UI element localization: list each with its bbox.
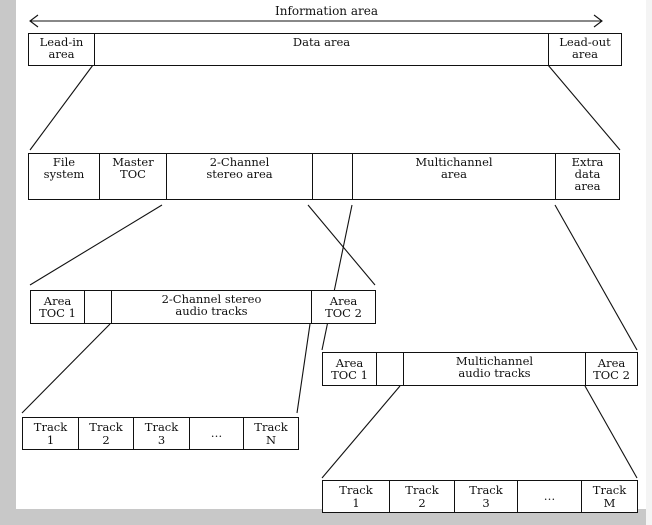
connector-data-right (547, 64, 621, 151)
lead-out-area-box: Lead-out area (548, 33, 622, 66)
lead-in-area-box: Lead-in area (28, 33, 95, 66)
data-area-box: Data area (94, 33, 549, 66)
connector-stereo-right (307, 204, 376, 286)
multi-track-2-box: Track 2 (389, 480, 455, 513)
information-area-label: Information area (272, 4, 381, 18)
connector-data-left (29, 64, 94, 151)
gap-area-box (312, 153, 353, 200)
image-frame-right (646, 0, 652, 525)
arrowhead-left (29, 14, 39, 28)
arrowhead-right (593, 14, 603, 28)
multi-track-ellipsis-box: … (517, 480, 582, 513)
connector-stereo-tracks-right (296, 323, 311, 414)
connector-multi-left (321, 204, 353, 351)
multi-track-1-box: Track 1 (322, 480, 390, 513)
multichannel-area-box: Multichannel area (352, 153, 556, 200)
connector-multi-tracks-right (584, 385, 638, 479)
extra-data-area-box: Extra data area (555, 153, 620, 200)
connector-stereo-left (29, 204, 163, 286)
connector-multi-tracks-left (321, 385, 401, 479)
stereo-audio-tracks-box: 2-Channel stereo audio tracks (111, 290, 312, 324)
multi-gap-box (376, 352, 404, 386)
connector-multi-right (554, 204, 638, 351)
image-frame-left (0, 0, 16, 525)
master-toc-box: Master TOC (99, 153, 167, 200)
stereo-track-1-box: Track 1 (22, 417, 79, 450)
multi-track-m-box: Track M (581, 480, 638, 513)
connector-stereo-tracks-left (21, 323, 111, 414)
stereo-area-toc2-box: Area TOC 2 (311, 290, 376, 324)
stereo-area-box: 2-Channel stereo area (166, 153, 313, 200)
stereo-gap-box (84, 290, 112, 324)
stereo-track-2-box: Track 2 (78, 417, 134, 450)
multi-audio-tracks-box: Multichannel audio tracks (403, 352, 586, 386)
stereo-track-n-box: Track N (243, 417, 299, 450)
stereo-area-toc1-box: Area TOC 1 (30, 290, 85, 324)
multi-area-toc1-box: Area TOC 1 (322, 352, 377, 386)
multi-track-3-box: Track 3 (454, 480, 518, 513)
stereo-track-3-box: Track 3 (133, 417, 190, 450)
file-system-box: File system (28, 153, 100, 200)
image-frame-bottom (0, 509, 652, 525)
multi-area-toc2-box: Area TOC 2 (585, 352, 638, 386)
stereo-track-ellipsis-box: … (189, 417, 244, 450)
